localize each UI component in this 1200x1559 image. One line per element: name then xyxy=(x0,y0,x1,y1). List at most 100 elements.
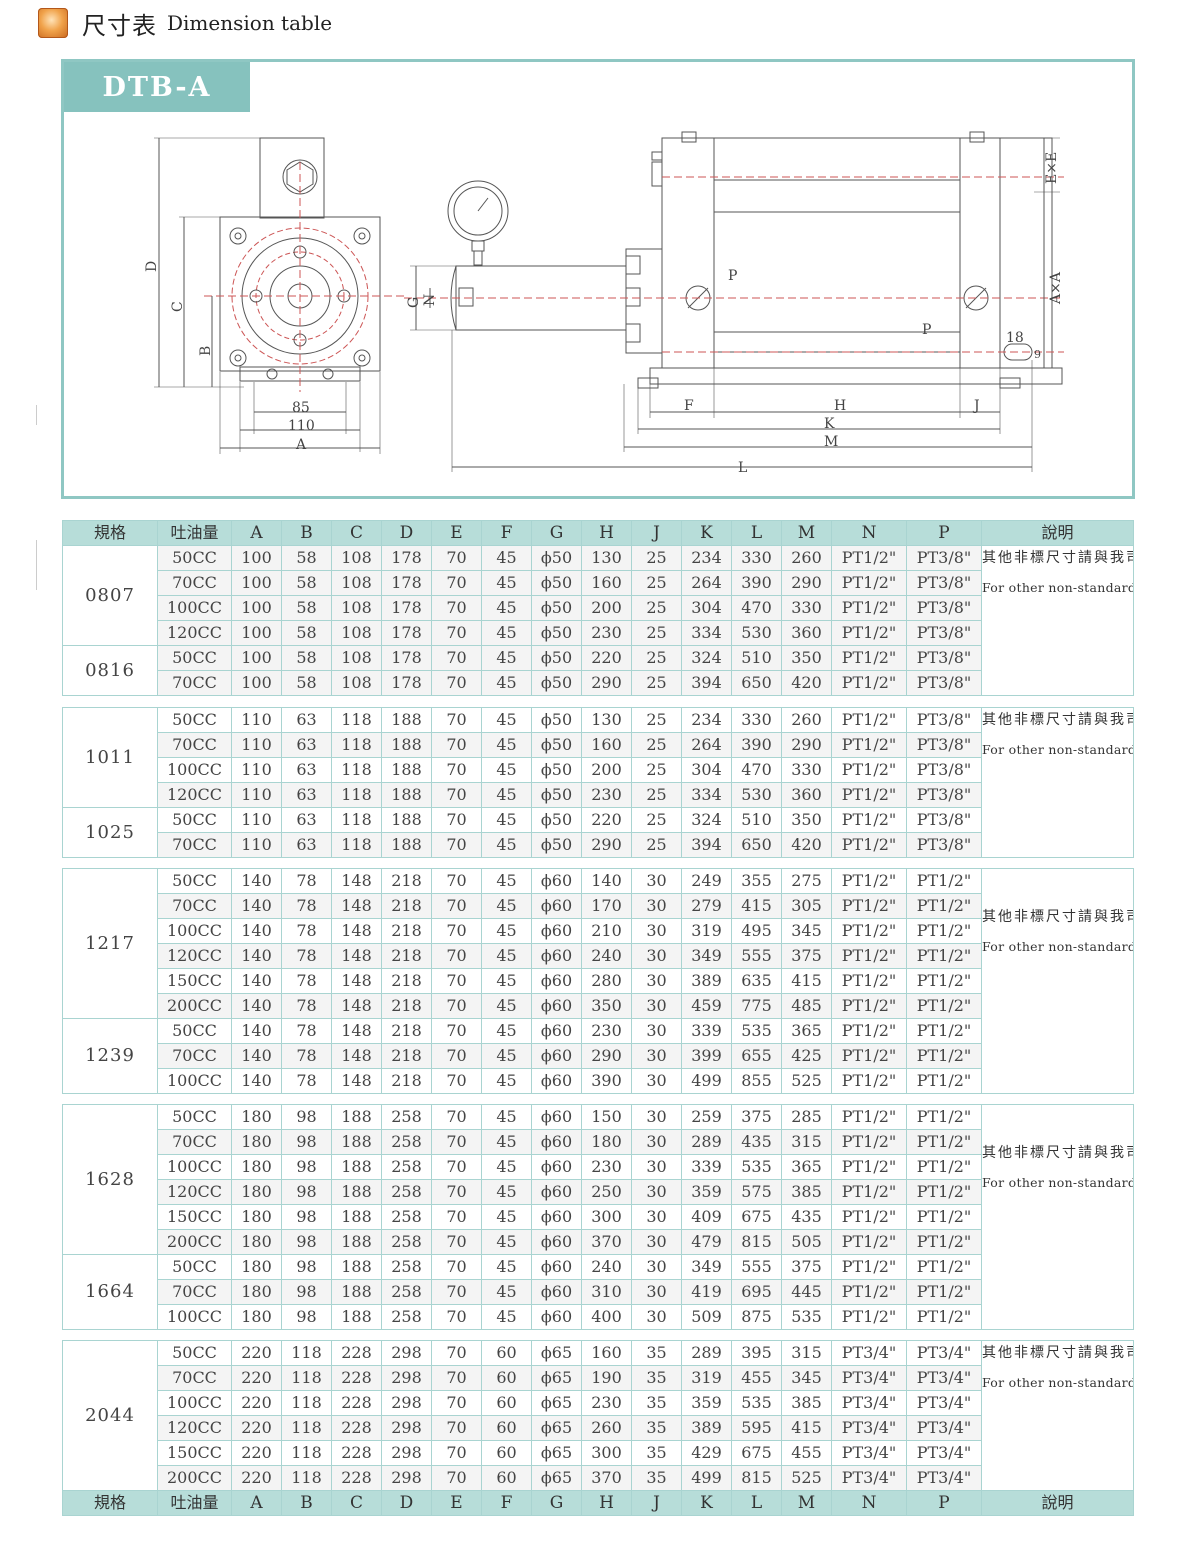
value-cell: 290 xyxy=(581,832,632,858)
value-cell: PT1/2" xyxy=(906,1254,982,1280)
capacity-cell: 70CC xyxy=(157,1043,232,1069)
value-cell: 60 xyxy=(481,1465,532,1491)
value-cell: 148 xyxy=(331,1018,382,1044)
value-cell: 304 xyxy=(681,757,732,783)
value-cell: 419 xyxy=(681,1279,732,1305)
value-cell: 220 xyxy=(231,1340,282,1366)
value-cell: 240 xyxy=(581,1254,632,1280)
value-cell: 330 xyxy=(781,757,832,783)
model-cell: 1664 xyxy=(62,1254,158,1330)
column-header: P xyxy=(906,520,982,546)
column-header: C xyxy=(331,520,382,546)
dim-label-J: J xyxy=(972,398,980,414)
capacity-cell: 50CC xyxy=(157,545,232,571)
value-cell: 78 xyxy=(281,968,332,994)
value-cell: 63 xyxy=(281,782,332,808)
value-cell: 45 xyxy=(481,832,532,858)
capacity-cell: 100CC xyxy=(157,595,232,621)
value-cell: 298 xyxy=(381,1465,432,1491)
value-cell: 218 xyxy=(381,993,432,1019)
value-cell: 178 xyxy=(381,670,432,696)
capacity-cell: 50CC xyxy=(157,1104,232,1130)
value-cell: 319 xyxy=(681,918,732,944)
dim-label-B: B xyxy=(198,346,214,356)
capacity-cell: 50CC xyxy=(157,807,232,833)
value-cell: 45 xyxy=(481,1043,532,1069)
value-cell: 510 xyxy=(731,807,782,833)
column-header: H xyxy=(581,1490,632,1516)
value-cell: 140 xyxy=(231,893,282,919)
value-cell: 258 xyxy=(381,1179,432,1205)
value-cell: 148 xyxy=(331,868,382,894)
value-cell: 78 xyxy=(281,1043,332,1069)
value-cell: 35 xyxy=(631,1440,682,1466)
value-cell: PT3/8" xyxy=(906,707,982,733)
value-cell: 180 xyxy=(231,1104,282,1130)
value-cell: 230 xyxy=(581,1018,632,1044)
value-cell: 218 xyxy=(381,1018,432,1044)
column-header: H xyxy=(581,520,632,546)
column-header: F xyxy=(481,1490,532,1516)
model-cell: 1011 xyxy=(62,707,158,808)
value-cell: 25 xyxy=(631,545,682,571)
capacity-cell: 70CC xyxy=(157,893,232,919)
value-cell: 218 xyxy=(381,1068,432,1094)
value-cell: ϕ60 xyxy=(531,1043,582,1069)
value-cell: 70 xyxy=(431,1068,482,1094)
value-cell: 339 xyxy=(681,1018,732,1044)
value-cell: 360 xyxy=(781,782,832,808)
value-cell: 98 xyxy=(281,1204,332,1230)
value-cell: 70 xyxy=(431,807,482,833)
dim-label-ExE: E×E xyxy=(1044,152,1060,184)
side-view xyxy=(404,131,1064,472)
value-cell: 70 xyxy=(431,943,482,969)
value-cell: 319 xyxy=(681,1365,732,1391)
value-cell: 220 xyxy=(231,1365,282,1391)
capacity-cell: 100CC xyxy=(157,918,232,944)
capacity-cell: 120CC xyxy=(157,620,232,646)
value-cell: PT1/2" xyxy=(831,757,907,783)
value-cell: 148 xyxy=(331,893,382,919)
value-cell: 334 xyxy=(681,620,732,646)
value-cell: 45 xyxy=(481,645,532,671)
value-cell: 100 xyxy=(231,645,282,671)
value-cell: 815 xyxy=(731,1465,782,1491)
value-cell: PT1/2" xyxy=(831,868,907,894)
capacity-cell: 200CC xyxy=(157,1465,232,1491)
value-cell: 228 xyxy=(331,1415,382,1441)
value-cell: 100 xyxy=(231,620,282,646)
value-cell: 218 xyxy=(381,893,432,919)
value-cell: 70 xyxy=(431,1340,482,1366)
value-cell: 350 xyxy=(781,807,832,833)
column-header: A xyxy=(231,520,282,546)
value-cell: 370 xyxy=(581,1229,632,1255)
value-cell: 30 xyxy=(631,1204,682,1230)
value-cell: 58 xyxy=(281,670,332,696)
model-cell: 2044 xyxy=(62,1340,158,1491)
value-cell: PT1/2" xyxy=(831,1154,907,1180)
value-cell: PT1/2" xyxy=(906,1129,982,1155)
capacity-cell: 50CC xyxy=(157,868,232,894)
value-cell: 510 xyxy=(731,645,782,671)
value-cell: ϕ50 xyxy=(531,707,582,733)
value-cell: PT3/4" xyxy=(906,1440,982,1466)
value-cell: 375 xyxy=(781,1254,832,1280)
capacity-cell: 70CC xyxy=(157,1365,232,1391)
value-cell: 70 xyxy=(431,782,482,808)
value-cell: 178 xyxy=(381,595,432,621)
value-cell: 30 xyxy=(631,1179,682,1205)
value-cell: PT1/2" xyxy=(831,1279,907,1305)
value-cell: 409 xyxy=(681,1204,732,1230)
value-cell: 70 xyxy=(431,670,482,696)
capacity-cell: 100CC xyxy=(157,757,232,783)
value-cell: 330 xyxy=(781,595,832,621)
value-cell: PT1/2" xyxy=(831,832,907,858)
value-cell: 258 xyxy=(381,1129,432,1155)
column-header: N xyxy=(831,520,907,546)
value-cell: 228 xyxy=(331,1465,382,1491)
